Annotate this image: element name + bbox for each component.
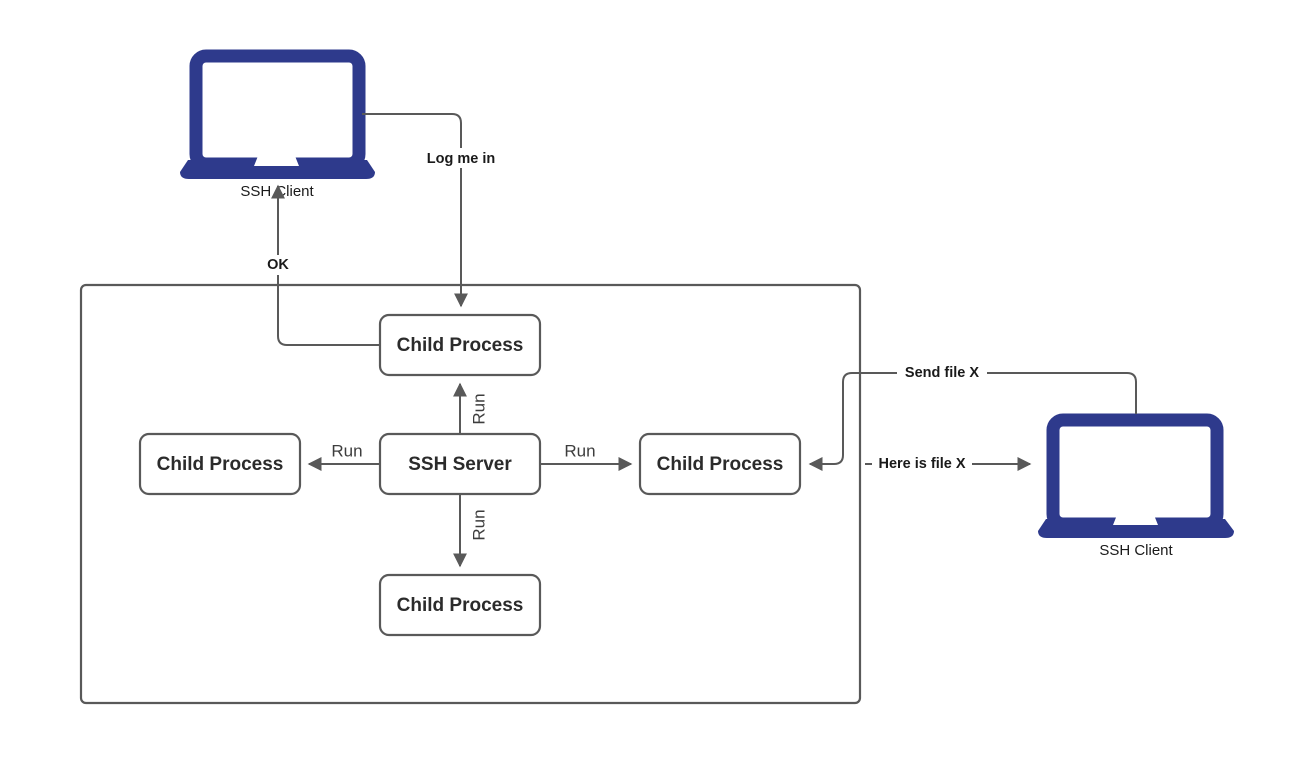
edge-run-up-label: Run — [469, 393, 488, 424]
edge-log-me-in-label-bg — [414, 148, 492, 168]
node-child-process-bottom[interactable] — [378, 573, 542, 637]
edge-log-me-in — [362, 113, 468, 308]
edge-run-down-label-bg — [470, 505, 490, 545]
edge-run-down-label: Run — [469, 509, 488, 540]
edge-ok-label-bg — [258, 255, 298, 275]
laptop-icon-screen-top — [189, 49, 366, 171]
node-ssh-server-label: SSH Server — [408, 454, 512, 475]
edge-here-is-file-x-label: Here is file X — [878, 456, 965, 472]
laptop-icon-base-right — [1038, 519, 1234, 538]
edge-ok — [271, 184, 380, 346]
laptop-icon-notch-top — [254, 156, 299, 166]
edge-here-is-file-x-label-bg — [872, 454, 972, 474]
edge-run-left-label: Run — [331, 441, 362, 460]
edge-log-me-in-label: Log me in — [427, 151, 495, 167]
node-child-process-left-label: Child Process — [157, 454, 284, 475]
node-child-process-right-label: Child Process — [657, 454, 784, 475]
edge-ok-label: OK — [267, 257, 289, 273]
ssh-server-host-boundary — [79, 283, 862, 705]
ssh-client-top-device — [180, 49, 375, 179]
edge-run-up-label-bg — [470, 389, 490, 429]
node-child-process-bottom-label: Child Process — [397, 595, 524, 616]
node-child-process-right[interactable] — [638, 432, 802, 496]
ssh-client-right-device — [1038, 413, 1234, 538]
node-child-process-left[interactable] — [138, 432, 302, 496]
laptop-icon-screen-right — [1046, 413, 1224, 531]
edge-run-right-label-bg — [559, 442, 601, 462]
edge-send-file-x-label: Send file X — [905, 365, 979, 381]
edge-send-file-x — [808, 372, 1137, 471]
laptop-icon-base-top — [180, 160, 375, 179]
laptop-icon-notch-right — [1113, 515, 1158, 525]
node-child-process-top[interactable] — [378, 313, 542, 377]
edge-send-file-x-label-bg — [897, 363, 987, 383]
edge-run-right-label: Run — [564, 441, 595, 460]
node-child-process-top-label: Child Process — [397, 335, 524, 356]
edge-run-left-label-bg — [326, 442, 368, 462]
ssh-client-right-label: SSH Client — [1099, 542, 1173, 559]
